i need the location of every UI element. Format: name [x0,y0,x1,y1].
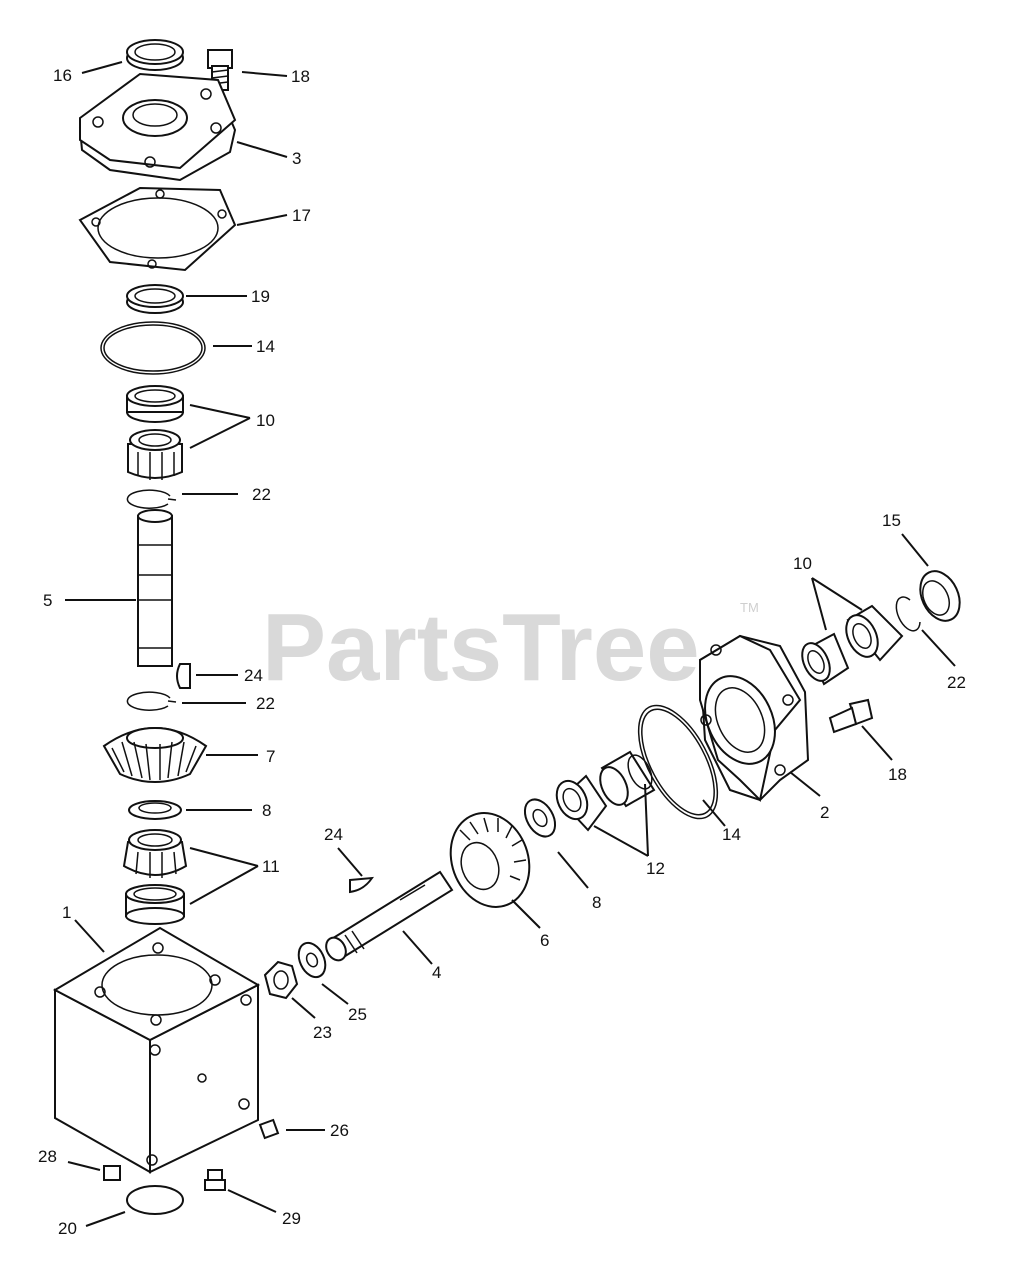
watermark: PartsTree TM [262,594,759,701]
callout-3: 3 [292,149,301,168]
callout-labels: 16 18 3 17 19 14 10 22 5 24 22 7 8 11 1 … [38,66,966,1238]
part-18-bolt-top [207,49,233,91]
watermark-text: PartsTree [262,594,700,701]
callout-10-top: 10 [256,411,275,430]
callout-2: 2 [820,803,829,822]
callout-6: 6 [540,931,549,950]
part-5-shaft [137,509,173,667]
part-2-bearing-housing [698,634,810,803]
callout-10-right: 10 [793,554,812,573]
callout-24-top: 24 [244,666,263,685]
callout-16: 16 [53,66,72,85]
watermark-trademark: TM [740,600,759,615]
part-25-washer [297,941,327,979]
part-8-washer-lower [523,798,557,838]
callout-14-top: 14 [256,337,275,356]
part-7-bevel-gear [102,727,208,783]
callout-25: 25 [348,1005,367,1024]
callout-11: 11 [262,857,280,876]
part-11-bearing [122,829,188,925]
callout-8-lower: 8 [592,893,601,912]
callout-12: 12 [646,859,665,878]
part-10-bearing-right [801,604,904,686]
callout-14-lower: 14 [722,825,741,844]
callout-28: 28 [38,1147,57,1166]
part-3-cover [78,72,237,182]
callout-5: 5 [43,591,52,610]
callout-22-top: 22 [252,485,271,504]
callout-18-top: 18 [291,67,310,86]
part-12-bearing [555,750,656,832]
callout-19: 19 [251,287,270,306]
part-17-gasket [78,186,237,272]
part-8-washer-top [128,800,182,820]
part-26-fitting [258,1118,280,1140]
callout-4: 4 [432,963,441,982]
part-18-bolt-right [828,698,874,734]
part-22-clip-right [895,596,921,632]
part-22-clip-top [126,489,177,509]
part-4-shaft [325,870,454,962]
part-10-bearing-top [126,385,184,480]
part-6-bevel-gear [449,812,531,908]
part-14-o-ring-lower [637,704,719,820]
callout-8-top: 8 [262,801,271,820]
part-20-cap [126,1185,184,1215]
callout-22-mid: 22 [256,694,275,713]
part-29-breather [204,1169,226,1191]
callout-24-lower: 24 [324,825,343,844]
part-16-seal [126,39,184,71]
part-14-o-ring-top [100,321,206,375]
callout-22-right: 22 [947,673,966,692]
part-23-nut [263,960,299,1000]
callout-15: 15 [882,511,901,530]
callout-29: 29 [282,1209,301,1228]
callout-17: 17 [292,206,311,225]
part-24-key-top [176,663,191,689]
callout-18-right: 18 [888,765,907,784]
callout-20: 20 [58,1219,77,1238]
callout-26: 26 [330,1121,349,1140]
callout-1: 1 [62,903,71,922]
callout-7: 7 [266,747,275,766]
callout-23: 23 [313,1023,332,1042]
part-15-seal [919,570,961,622]
part-1-gearbox-housing [52,926,261,1174]
part-28-plug [103,1165,121,1181]
part-19-seal [126,284,184,314]
part-22-clip-mid [126,691,177,711]
leader-lines [65,61,956,1227]
part-24-key-lower [349,876,374,894]
